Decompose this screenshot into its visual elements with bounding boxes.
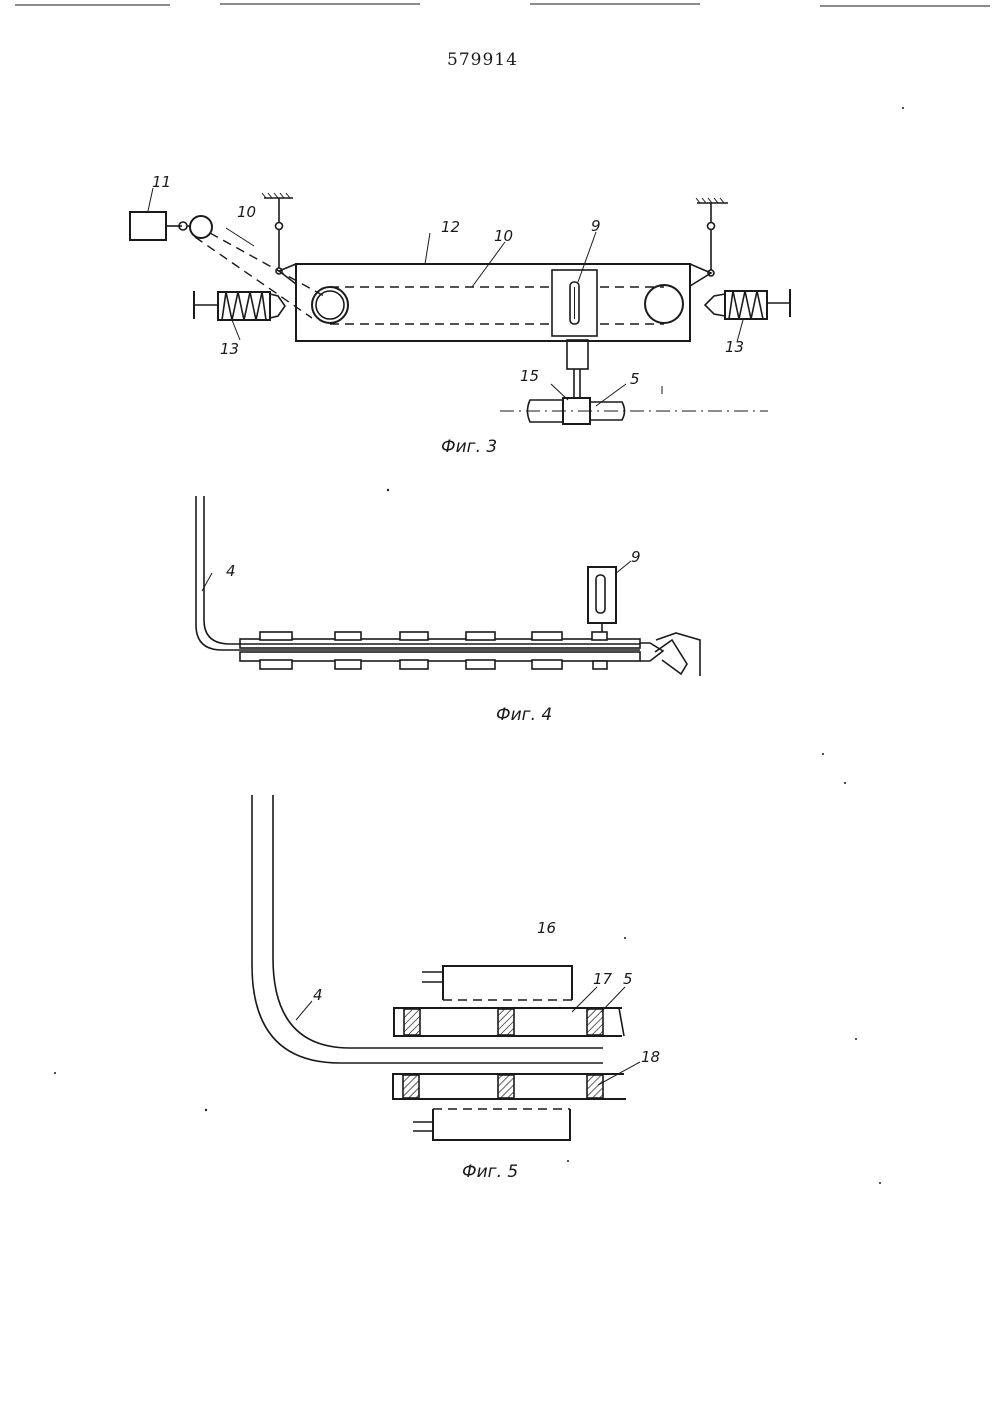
label-13-left: 13 <box>220 340 239 358</box>
label-18: 18 <box>641 1048 660 1066</box>
label-9-fig4: 9 <box>631 548 641 566</box>
label-13-right: 13 <box>725 338 744 356</box>
label-12: 12 <box>441 218 460 236</box>
fig3-caption: Фиг. 3 <box>441 437 497 457</box>
figure-3: 11 10 12 10 9 13 13 15 5 Фиг. 3 <box>130 173 790 457</box>
left-roller <box>312 287 348 323</box>
label-10-outer: 10 <box>237 203 256 221</box>
label-4: 4 <box>226 562 236 580</box>
figure-5: 16 17 5 4 18 Фиг. 5 <box>252 795 660 1182</box>
right-roller <box>645 285 683 323</box>
label-10-inner: 10 <box>494 227 513 245</box>
label-15: 15 <box>520 367 539 385</box>
label-5: 5 <box>630 370 640 388</box>
label-9: 9 <box>591 217 601 235</box>
label-11: 11 <box>152 173 171 191</box>
scan-specks <box>54 107 904 1184</box>
fig5-caption: Фиг. 5 <box>462 1162 518 1182</box>
motor-box <box>130 212 166 240</box>
figure-4: 4 9 Фиг. 4 <box>196 496 700 725</box>
label-5-fig5: 5 <box>623 970 633 988</box>
scan-edge-marks <box>15 4 990 6</box>
label-4-fig5: 4 <box>313 986 323 1004</box>
drive-pulley <box>190 216 212 238</box>
fig4-caption: Фиг. 4 <box>496 705 552 725</box>
label-16: 16 <box>537 919 556 937</box>
carriage-frame <box>296 264 690 341</box>
label-17: 17 <box>593 970 613 988</box>
